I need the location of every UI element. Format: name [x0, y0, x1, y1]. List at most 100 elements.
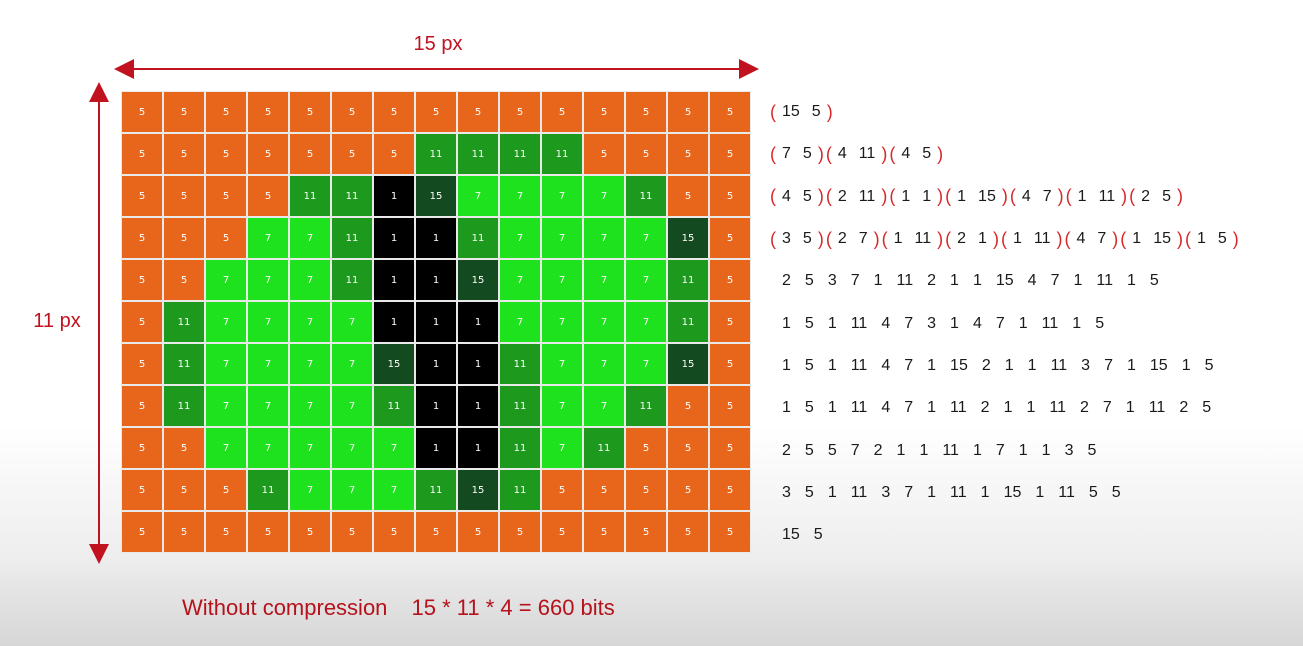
pixel-cell: 7 [206, 428, 246, 468]
rle-value: 5 [1111, 483, 1121, 501]
pixel-cell: 5 [122, 470, 162, 510]
rle-value: 11 [950, 399, 967, 417]
pixel-cell: 7 [626, 218, 666, 258]
rle-value: 2 [873, 441, 883, 459]
pixel-cell: 5 [248, 92, 288, 132]
pixel-cell: 5 [626, 92, 666, 132]
pixel-cell: 5 [122, 344, 162, 384]
pixel-cell: 5 [710, 428, 750, 468]
pixel-cell: 5 [626, 428, 666, 468]
rle-value: 4 [972, 314, 982, 332]
rle-value: 1 [1004, 356, 1014, 374]
pixel-cell: 5 [668, 428, 708, 468]
rle-value: 1 [1126, 272, 1136, 290]
pixel-cell: 5 [710, 512, 750, 552]
rle-value: 7 [904, 483, 914, 501]
rle-value: 5 [813, 526, 823, 544]
rle-value: 11 [850, 314, 868, 332]
rle-value: 1 [827, 483, 837, 501]
pixel-cell: 7 [332, 344, 372, 384]
pixel-cell: 1 [416, 218, 456, 258]
pixel-cell: 5 [206, 92, 246, 132]
pixel-cell: 5 [122, 512, 162, 552]
pixel-cell: 15 [668, 344, 708, 384]
rle-value: 11 [1041, 314, 1059, 332]
pixel-cell: 11 [458, 218, 498, 258]
rle-value: 1 [782, 356, 791, 374]
pixel-cell: 1 [374, 218, 414, 258]
rle-value: 3 [927, 314, 937, 332]
pixel-cell: 11 [374, 386, 414, 426]
pixel-cell: 5 [500, 92, 540, 132]
rle-value: 11 [1050, 356, 1068, 374]
rle-value: 5 [1149, 272, 1159, 290]
pixel-cell: 5 [122, 176, 162, 216]
rle-value: 1 [1003, 399, 1013, 417]
rle-value: 1 [1018, 314, 1028, 332]
rle-value: 7 [1104, 356, 1113, 374]
pixel-cell: 5 [332, 92, 372, 132]
pixel-cell: 7 [248, 428, 288, 468]
pixel-cell: 5 [164, 92, 204, 132]
pixel-cell: 7 [584, 344, 624, 384]
pixel-cell: 5 [668, 386, 708, 426]
pixel-cell: 7 [248, 302, 288, 342]
pixel-cell: 5 [458, 512, 498, 552]
pixel-cell: 7 [290, 428, 330, 468]
rle-value: 11 [1096, 272, 1113, 290]
pixel-cell: 7 [206, 386, 246, 426]
rle-value: 3 [827, 272, 837, 290]
pixel-cell: 7 [290, 260, 330, 300]
rle-value: 1 [972, 272, 982, 290]
pixel-cell: 7 [374, 428, 414, 468]
pixel-cell: 1 [416, 302, 456, 342]
rle-value: 11 [950, 483, 967, 501]
pixel-cell: 7 [500, 302, 540, 342]
pixel-cell: 5 [122, 260, 162, 300]
pixel-cell: 7 [290, 218, 330, 258]
pixel-cell: 5 [122, 134, 162, 174]
pixel-cell: 1 [458, 386, 498, 426]
pixel-cell: 5 [668, 176, 708, 216]
rle-value: 5 [804, 272, 814, 290]
pixel-cell: 5 [710, 218, 750, 258]
pixel-cell: 7 [248, 218, 288, 258]
pixel-cell: 5 [122, 428, 162, 468]
pixel-cell: 5 [668, 134, 708, 174]
rle-value: 1 [1041, 441, 1051, 459]
rle-value: 5 [1202, 399, 1212, 417]
pixel-cell: 1 [458, 344, 498, 384]
rle-value: 11 [850, 399, 868, 417]
pixel-cell: 11 [626, 386, 666, 426]
rle-value: 3 [782, 483, 791, 501]
pixel-cell: 5 [164, 428, 204, 468]
pixel-cell: 7 [584, 218, 624, 258]
pixel-cell: 7 [626, 302, 666, 342]
pixel-cell: 7 [332, 386, 372, 426]
rle-value: 1 [950, 272, 959, 290]
pixel-cell: 5 [374, 512, 414, 552]
pixel-cell: 5 [584, 470, 624, 510]
pixel-cell: 5 [668, 470, 708, 510]
pixel-cell: 5 [668, 92, 708, 132]
footer-expression: 15 * 11 * 4 = 660 bits [411, 595, 615, 620]
pixel-cell: 7 [458, 176, 498, 216]
rle-value: 5 [804, 399, 814, 417]
rle-value: 5 [804, 441, 814, 459]
rle-value: 1 [827, 314, 837, 332]
rle-value: 11 [1148, 399, 1166, 417]
pixel-cell: 5 [122, 302, 162, 342]
pixel-cell: 5 [206, 512, 246, 552]
